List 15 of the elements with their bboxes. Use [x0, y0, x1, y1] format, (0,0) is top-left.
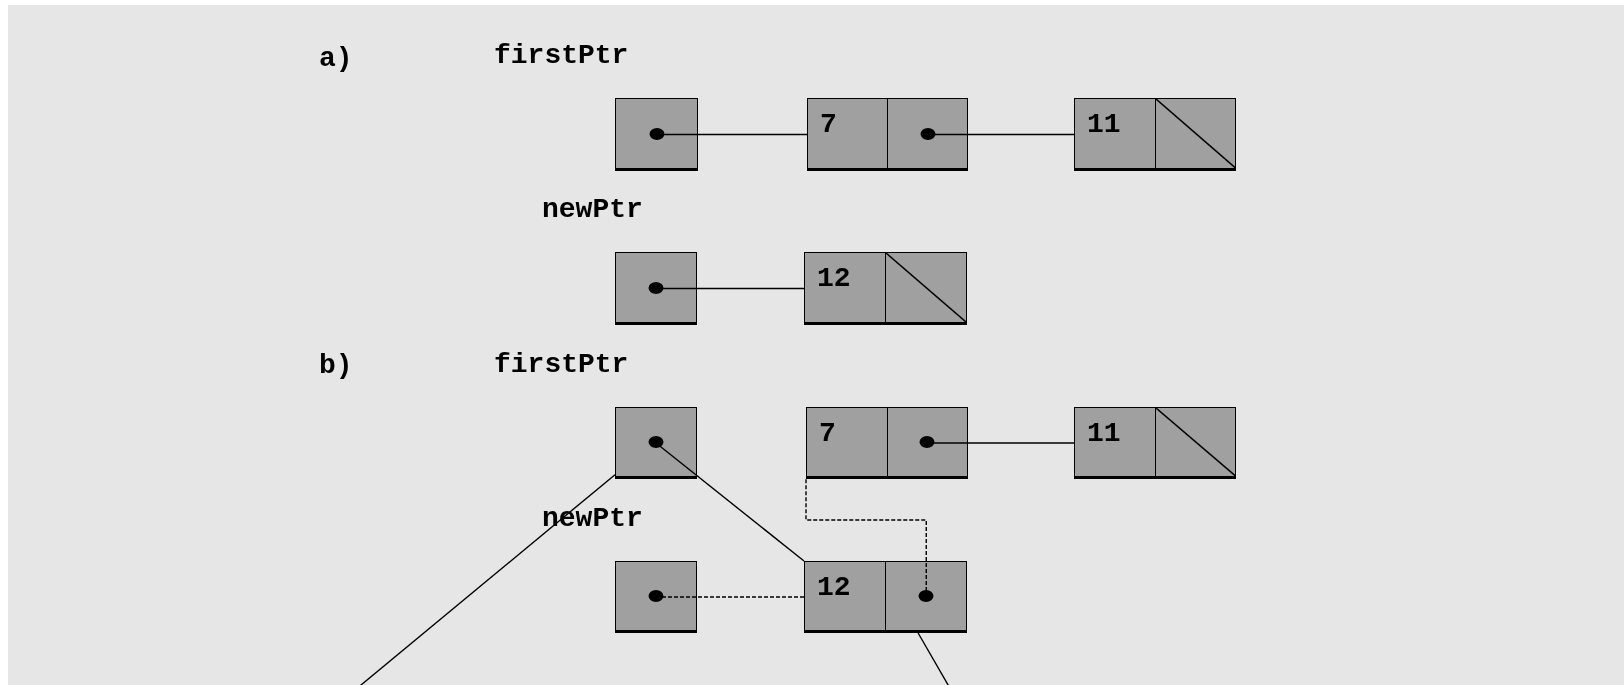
pointer-box: [615, 98, 698, 171]
pointer-name: firstPtr: [494, 351, 629, 379]
node-value: 7: [819, 420, 836, 448]
node-value: 7: [820, 111, 837, 139]
part-label: a): [319, 45, 353, 73]
pointer-box: [615, 252, 697, 325]
node-value: 12: [817, 574, 851, 602]
node-value: 11: [1087, 111, 1121, 139]
pointer-box: [615, 407, 697, 479]
pointer-name: firstPtr: [494, 42, 629, 70]
pointer-name: newPtr: [542, 196, 643, 224]
node-value: 12: [817, 265, 851, 293]
pointer-box: [615, 561, 697, 633]
part-label: b): [319, 352, 353, 380]
node-value: 11: [1087, 420, 1121, 448]
